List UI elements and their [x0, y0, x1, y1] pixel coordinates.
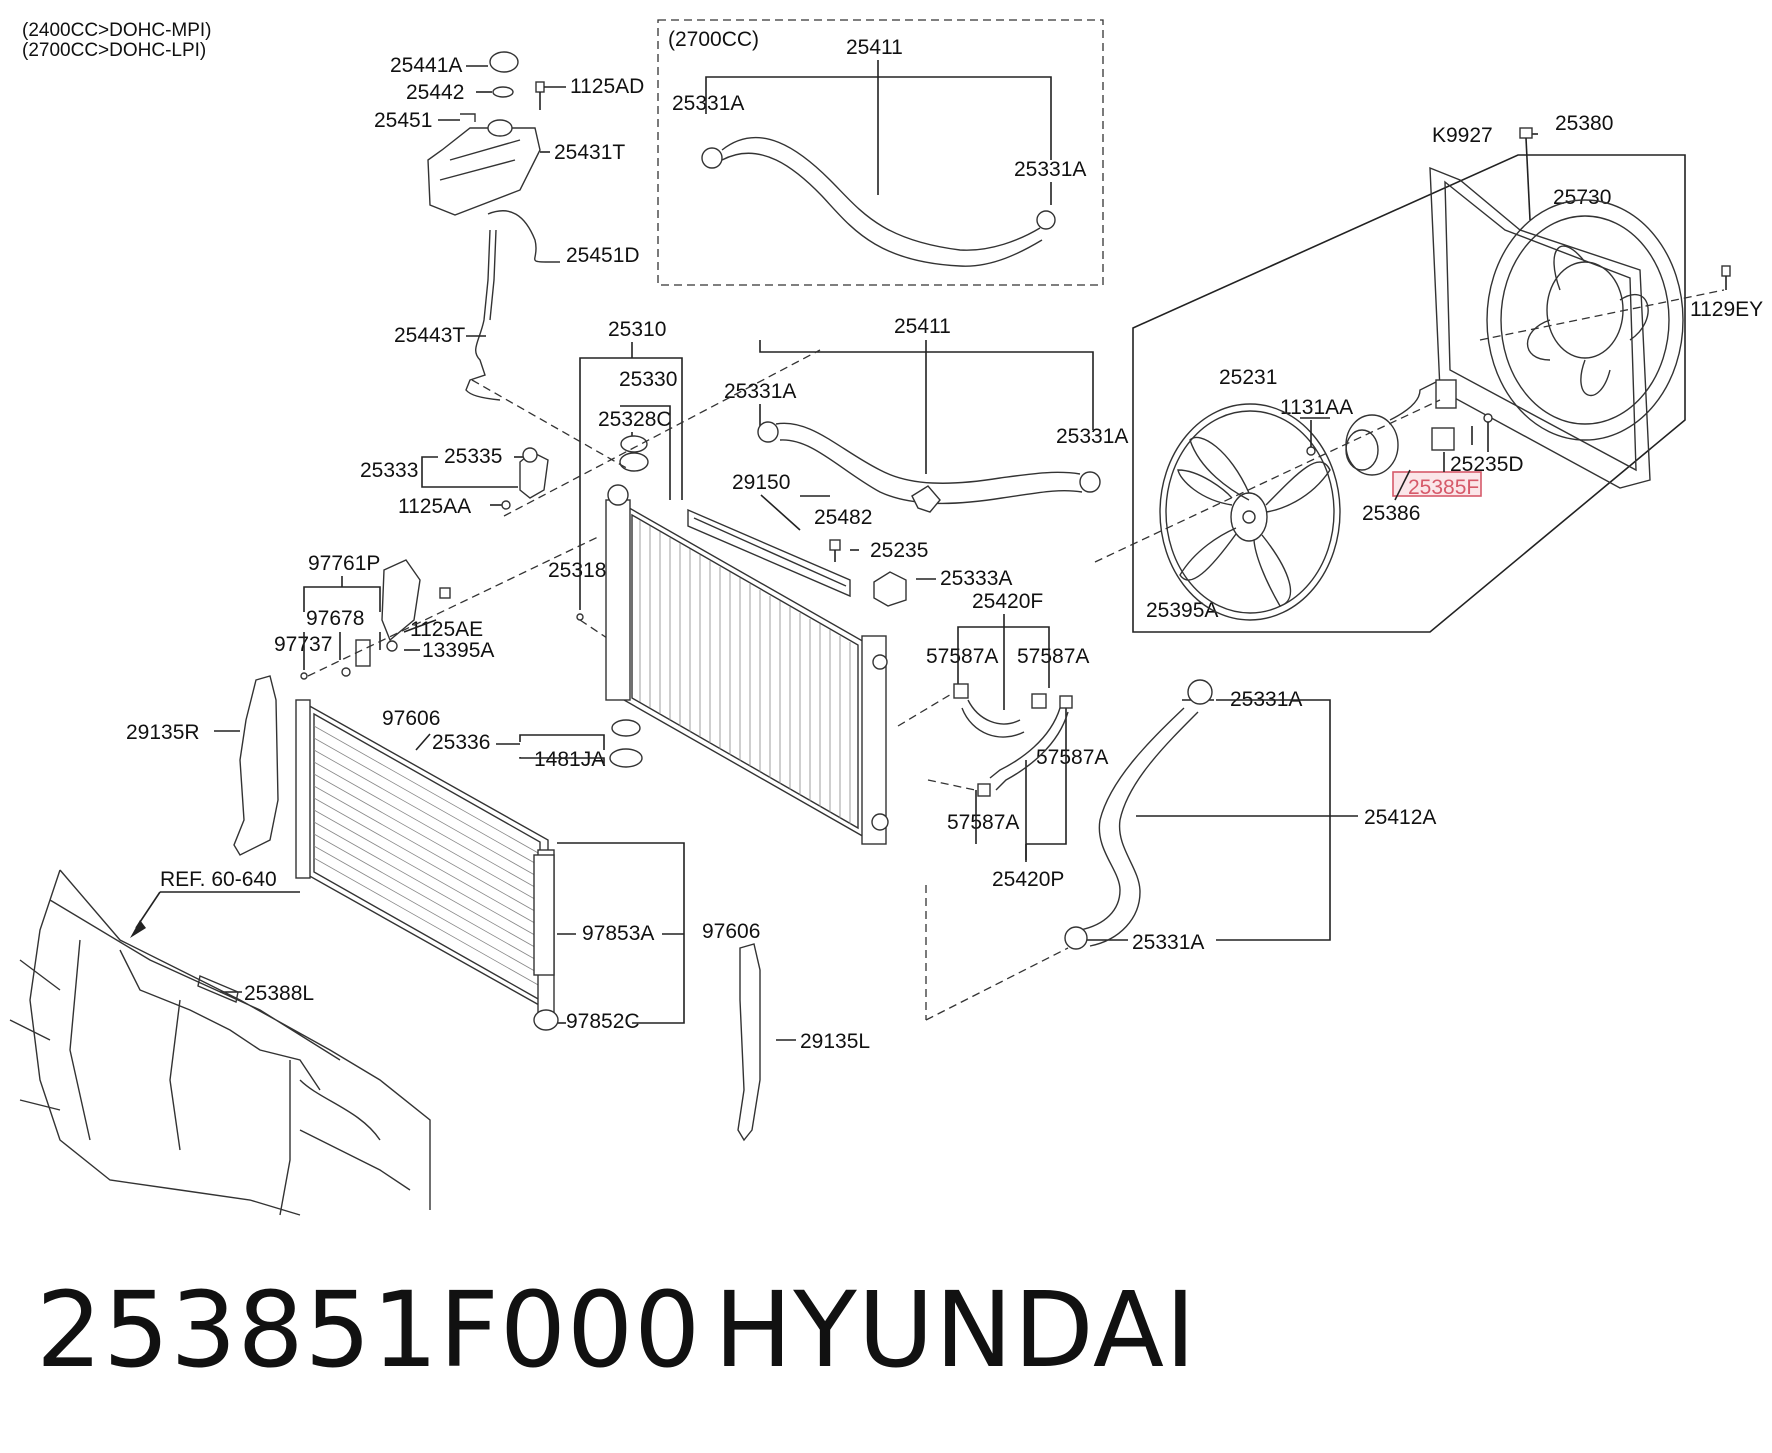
part-label: 25431T — [554, 141, 625, 164]
part-label: 97853A — [582, 922, 654, 945]
radiator — [605, 484, 889, 845]
side-air-guide-left — [737, 943, 761, 1142]
part-label: 25730 — [1553, 186, 1611, 209]
part-label: 1125AE — [410, 618, 483, 641]
part-label: 25388L — [244, 982, 314, 1005]
air-guide — [687, 508, 851, 598]
part-label: 13395A — [422, 639, 494, 662]
caption: 253851F000 HYUNDAI — [36, 1270, 1736, 1410]
condenser-section: 97761P 97678 97737 1125AE 13395A 29135R … — [126, 535, 870, 1142]
part-label: 25331A — [724, 380, 796, 403]
part-label: 25420F — [972, 590, 1043, 613]
part-label: 1125AD — [570, 75, 644, 98]
part-label: 29150 — [732, 471, 790, 494]
fan-motor — [1094, 379, 1493, 563]
part-label: 97852C — [566, 1010, 640, 1033]
fan-blade — [1159, 403, 1341, 621]
part-label: 25420P — [992, 868, 1064, 891]
reservoir-cap — [489, 51, 519, 73]
part-label: 25310 — [608, 318, 666, 341]
highlight-box — [1392, 471, 1482, 497]
part-label: 25331A — [672, 92, 744, 115]
condenser — [295, 699, 555, 1021]
ref-label: REF. 60-640 — [160, 868, 277, 891]
part-label: 25411 — [846, 36, 903, 59]
part-label: 25482 — [814, 506, 872, 529]
body-ref: REF. 60-640 25388L — [9, 868, 431, 1216]
brand-name: HYUNDAI — [714, 1269, 1197, 1391]
part-label: 25411 — [894, 315, 951, 338]
part-label: 25331A — [1132, 931, 1204, 954]
part-label: 57587A — [926, 645, 998, 668]
part-label: 25336 — [432, 731, 490, 754]
hose-2700cc — [721, 137, 1041, 251]
part-label: 25328C — [598, 408, 672, 431]
part-label: 25318 — [548, 559, 606, 582]
part-label: 97606 — [702, 920, 760, 943]
part-label: 1125AA — [398, 495, 471, 518]
side-air-guide-right — [233, 675, 279, 856]
part-label: 97761P — [308, 552, 380, 575]
front-body-frame — [29, 869, 431, 1216]
part-label: 25451 — [374, 109, 432, 132]
part-label: 25235 — [870, 539, 928, 562]
part-label: 1129EY — [1690, 298, 1763, 321]
inset-2700cc: (2700CC) 25411 25331A 25331A — [657, 19, 1104, 286]
part-label: 25380 — [1555, 112, 1613, 135]
part-label: 25333 — [360, 459, 418, 482]
part-label: 25412A — [1364, 806, 1436, 829]
part-label: 25231 — [1219, 366, 1277, 389]
fan-assembly: K9927 25380 25730 1129EY 25231 1131AA 25… — [1094, 112, 1763, 633]
part-label: 25442 — [406, 81, 464, 104]
radiator-section: 25310 25330 25328C 25333 25335 1125AA 25… — [360, 315, 1128, 845]
part-label: 1481JA — [534, 748, 605, 771]
part-label: 25441A — [390, 54, 462, 77]
part-label: 57587A — [1036, 746, 1108, 769]
part-label: 25335 — [444, 445, 502, 468]
part-label: 29135L — [800, 1030, 870, 1053]
inset-title: (2700CC) — [668, 28, 759, 51]
hose-clamp — [1036, 210, 1056, 230]
part-label: 25333A — [940, 567, 1012, 590]
part-label: 57587A — [947, 811, 1019, 834]
part-label: 57587A — [1017, 645, 1089, 668]
part-label: 25443T — [394, 324, 465, 347]
part-label: 25235D — [1450, 453, 1524, 476]
part-label: 97606 — [382, 707, 440, 730]
part-label: K9927 — [1432, 124, 1493, 147]
parts-diagram: (2400CC>DOHC-MPI) (2700CC>DOHC-LPI) (270… — [9, 19, 1763, 1216]
part-label: 1131AA — [1280, 396, 1353, 419]
hoses: 25420F 57587A 57587A 57587A 57587A 25420… — [897, 590, 1436, 1021]
part-label: 97678 — [306, 607, 364, 630]
part-label: 25386 — [1362, 502, 1420, 525]
part-label: 25451D — [566, 244, 640, 267]
fan-shroud — [1429, 127, 1731, 489]
engine-note-2700: (2700CC>DOHC-LPI) — [22, 40, 206, 61]
highlighted-part-label[interactable]: 25385F — [1408, 476, 1479, 499]
hose-clamp — [701, 147, 723, 169]
part-label: 25331A — [1014, 158, 1086, 181]
part-label: 29135R — [126, 721, 200, 744]
part-number: 253851F000 — [36, 1269, 702, 1391]
part-label: 25395A — [1146, 599, 1218, 622]
reservoir: 25441A 25442 1125AD 25451 25431T 25451D … — [374, 51, 644, 401]
engine-note-2400: (2400CC>DOHC-MPI) — [22, 20, 212, 41]
part-label: 25331A — [1056, 425, 1128, 448]
part-label: 25330 — [619, 368, 677, 391]
